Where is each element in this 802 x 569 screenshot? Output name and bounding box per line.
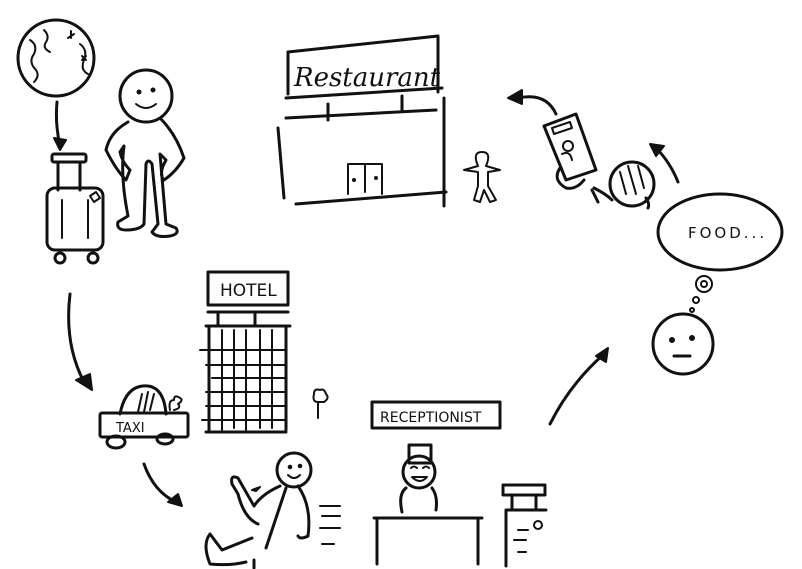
person-using-phone <box>542 112 656 210</box>
taxi-label: TAXI <box>115 421 145 436</box>
arrow-to-guest <box>142 462 183 507</box>
waving-guest <box>204 451 313 569</box>
restaurant-sign-label: Restaurant <box>293 63 441 93</box>
globe-icon <box>16 18 96 98</box>
restaurant-building: Restaurant <box>276 34 448 208</box>
thinking-face <box>651 275 715 376</box>
small-person <box>463 151 501 203</box>
arrow-to-taxi <box>67 292 93 391</box>
arrow-to-thinking <box>548 347 609 426</box>
hotel-building: HOTEL <box>199 270 292 434</box>
arrow-to-restaurant <box>507 89 558 116</box>
speed-lines <box>319 505 341 545</box>
food-label: FOOD... <box>688 224 767 242</box>
arrow-globe-to-suitcase <box>53 100 67 151</box>
hotel-sign-label: HOTEL <box>220 281 277 301</box>
reception-desk: RECEPTIONIST <box>370 400 502 566</box>
phone-icon <box>542 112 598 182</box>
food-thought-bubble: FOOD... <box>656 192 784 272</box>
arrow-to-phone-user <box>649 143 680 184</box>
suitcase-right-icon <box>501 483 548 568</box>
standing-person <box>104 68 186 238</box>
suitcase-icon <box>45 152 105 265</box>
tree-icon <box>312 388 329 419</box>
receptionist-sign-label: RECEPTIONIST <box>380 410 482 426</box>
taxi-car: TAXI <box>98 384 190 450</box>
